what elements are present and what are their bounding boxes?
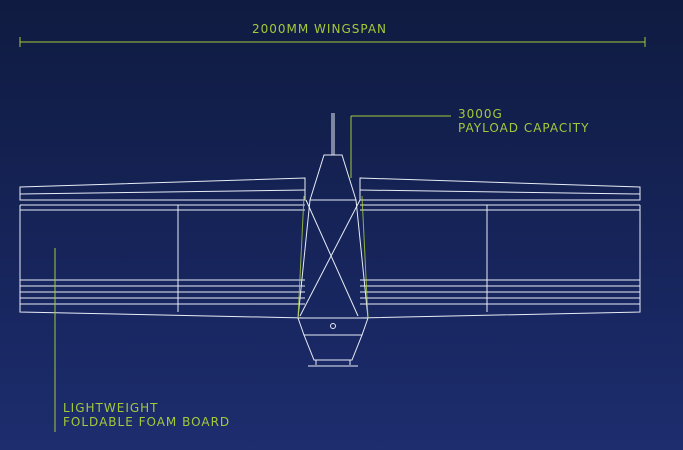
payload-capacity-label: 3000G PAYLOAD CAPACITY — [458, 107, 589, 135]
payload-leader-line — [350, 115, 451, 178]
foam-line-1-text: LIGHTWEIGHT — [63, 401, 159, 415]
wingspan-label: 2000MM WINGSPAN — [252, 22, 387, 36]
left-wing — [19, 177, 306, 319]
payload-weight-text: 3000G — [458, 107, 503, 121]
wingspan-text: 2000MM WINGSPAN — [252, 22, 388, 36]
frame-accent-lines — [297, 195, 369, 319]
wingspan-dimension-line — [19, 37, 646, 47]
payload-description-text: PAYLOAD CAPACITY — [458, 121, 590, 135]
foam-line-2-text: FOLDABLE FOAM BOARD — [63, 415, 231, 429]
foam-board-label: LIGHTWEIGHT FOLDABLE FOAM BOARD — [63, 401, 230, 429]
right-wing — [359, 177, 641, 319]
fuselage-frame — [297, 113, 369, 367]
